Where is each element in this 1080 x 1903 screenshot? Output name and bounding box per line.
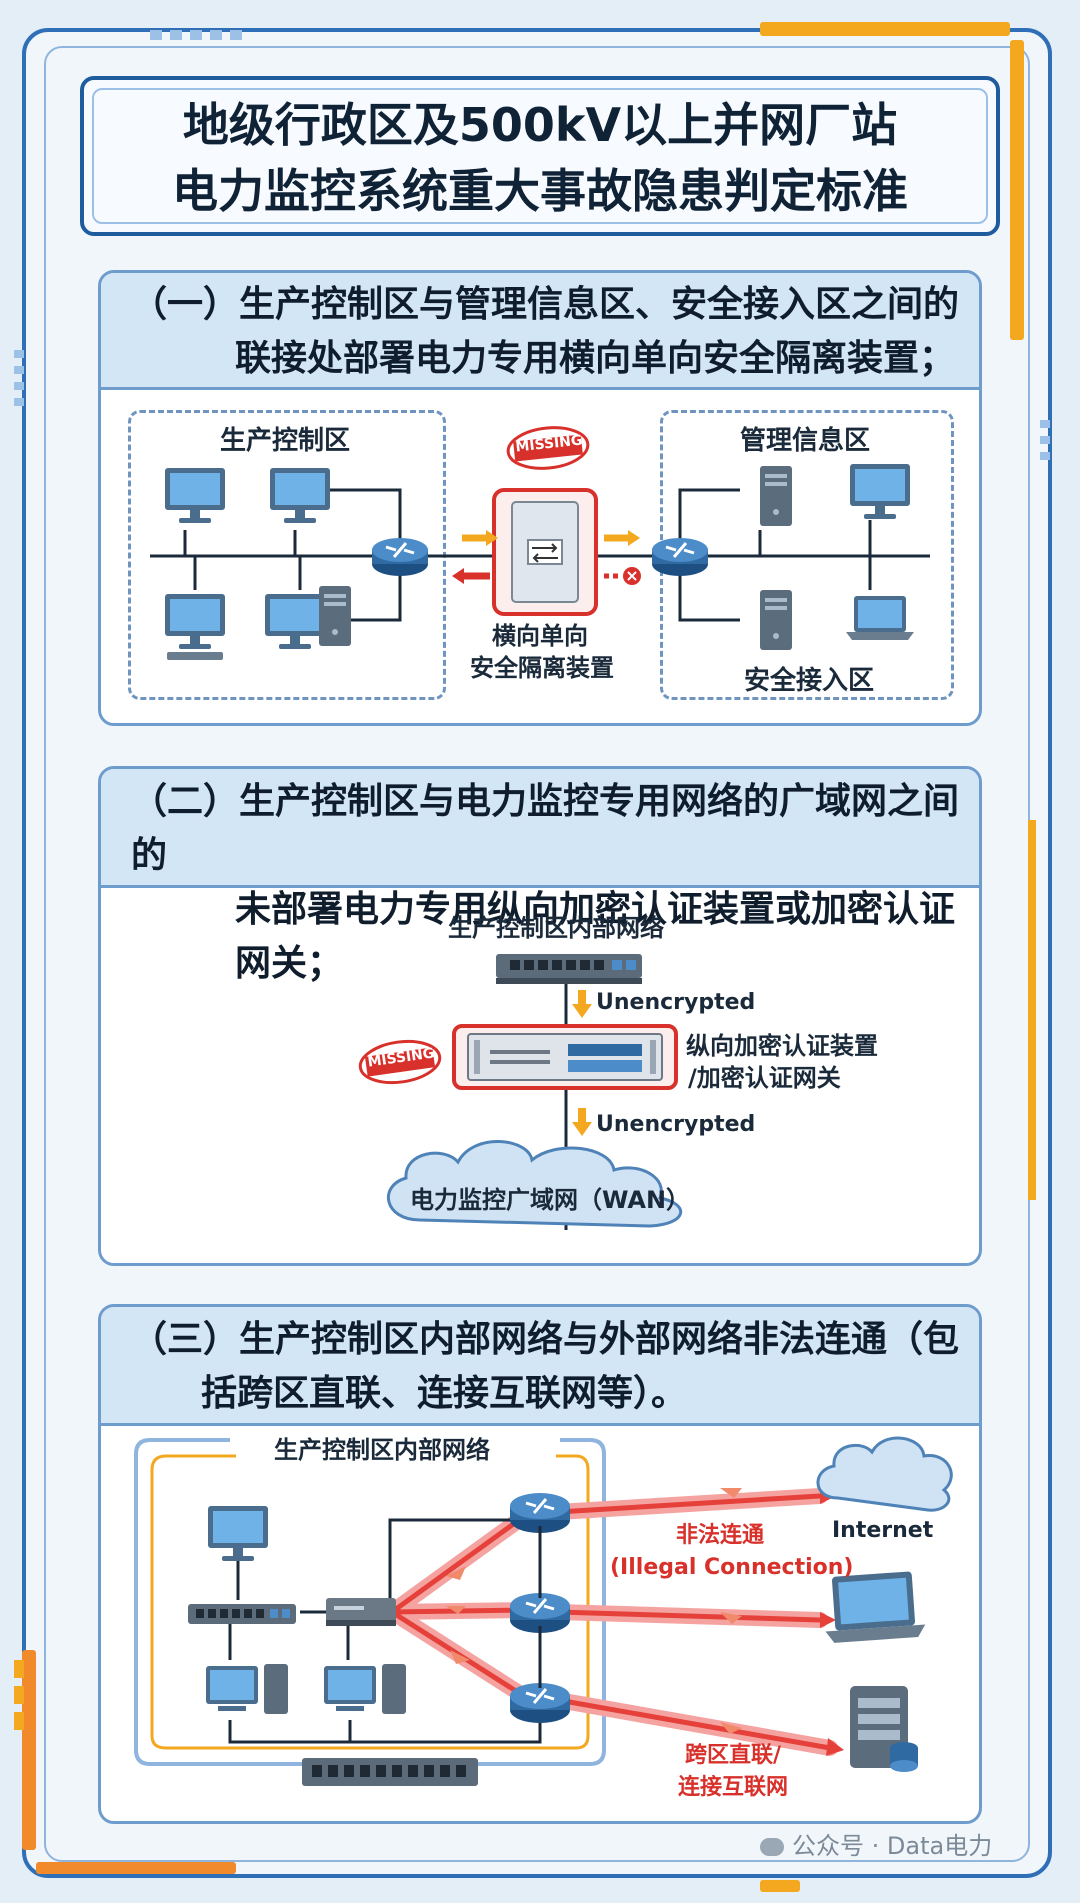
s2-wan-label: 电力监控广域网（WAN）: [410, 1186, 691, 1214]
section-2-header: [101, 769, 979, 888]
s3-illegal-line-1: 非法连通: [675, 1523, 764, 1548]
watermark-text: 公众号 · Data电力: [792, 1832, 993, 1860]
s3-illegal-line-2: (Illegal Connection): [610, 1555, 854, 1580]
section-1-header: [101, 273, 979, 390]
title-box: [80, 76, 1000, 236]
production-control-zone-label: 生产控制区: [220, 426, 351, 456]
section-3-heading-line-1: （三）生产控制区内部网络与外部网络非法连通（包: [131, 1319, 960, 1360]
s2-device-label: 纵向加密认证装置 /加密认证网关: [686, 1030, 878, 1094]
s3-cross-line-2: 连接互联网: [677, 1775, 788, 1800]
s3-cross-zone-label: 跨区直联/ 连接互联网: [668, 1740, 798, 1804]
s2-unencrypted-label-2: Unencrypted: [596, 1112, 756, 1137]
secure-access-zone-label: 安全接入区: [744, 666, 875, 696]
page-title: 地级行政区及500kV以上并网厂站 电力监控系统重大事故隐患判定标准: [80, 92, 1000, 224]
s2-unencrypted-label-1: Unencrypted: [596, 990, 756, 1015]
section-3-heading: （三）生产控制区内部网络与外部网络非法连通（包 括跨区直联、连接互联网等）。: [131, 1313, 979, 1421]
section-2-heading-line-1: （二）生产控制区与电力监控专用网络的广域网之间的: [131, 781, 960, 876]
section-2-heading-line-2: 未部署电力专用纵向加密认证装置或加密认证网关；: [235, 889, 956, 984]
title-line-2: 电力监控系统重大事故隐患判定标准: [172, 164, 908, 218]
section-2-heading: （二）生产控制区与电力监控专用网络的广域网之间的 未部署电力专用纵向加密认证装置…: [131, 775, 979, 991]
s3-zone-label: 生产控制区内部网络: [268, 1430, 496, 1465]
s2-internal-network-label: 生产控制区内部网络: [448, 914, 664, 942]
s3-internet-label: Internet: [832, 1518, 934, 1543]
isolation-device-label-line-2: 安全隔离装置: [470, 654, 614, 682]
section-1-heading-line-1: （一）生产控制区与管理信息区、安全接入区之间的: [131, 284, 960, 325]
title-inner-border: [92, 88, 988, 224]
isolation-device-label: 横向单向 安全隔离装置: [470, 620, 614, 684]
section-3-header: [101, 1307, 979, 1426]
title-line-1: 地级行政区及500kV以上并网厂站: [182, 98, 898, 152]
watermark: 公众号 · Data电力: [760, 1826, 992, 1861]
management-zone-label: 管理信息区: [740, 426, 871, 456]
isolation-device-label-line-1: 横向单向: [492, 622, 588, 650]
section-1-heading-line-2: 联接处部署电力专用横向单向安全隔离装置；: [235, 338, 956, 379]
wechat-icon: [760, 1838, 784, 1856]
section-1-heading: （一）生产控制区与管理信息区、安全接入区之间的 联接处部署电力专用横向单向安全隔…: [131, 278, 971, 386]
s2-device-label-line-1: 纵向加密认证装置: [686, 1032, 878, 1060]
s3-illegal-connection-label: 非法连通 (Illegal Connection): [610, 1520, 854, 1584]
s3-cross-line-1: 跨区直联/: [684, 1743, 782, 1768]
section-3-heading-line-2: 括跨区直联、连接互联网等）。: [201, 1373, 688, 1414]
s2-device-label-line-2: /加密认证网关: [688, 1064, 841, 1092]
